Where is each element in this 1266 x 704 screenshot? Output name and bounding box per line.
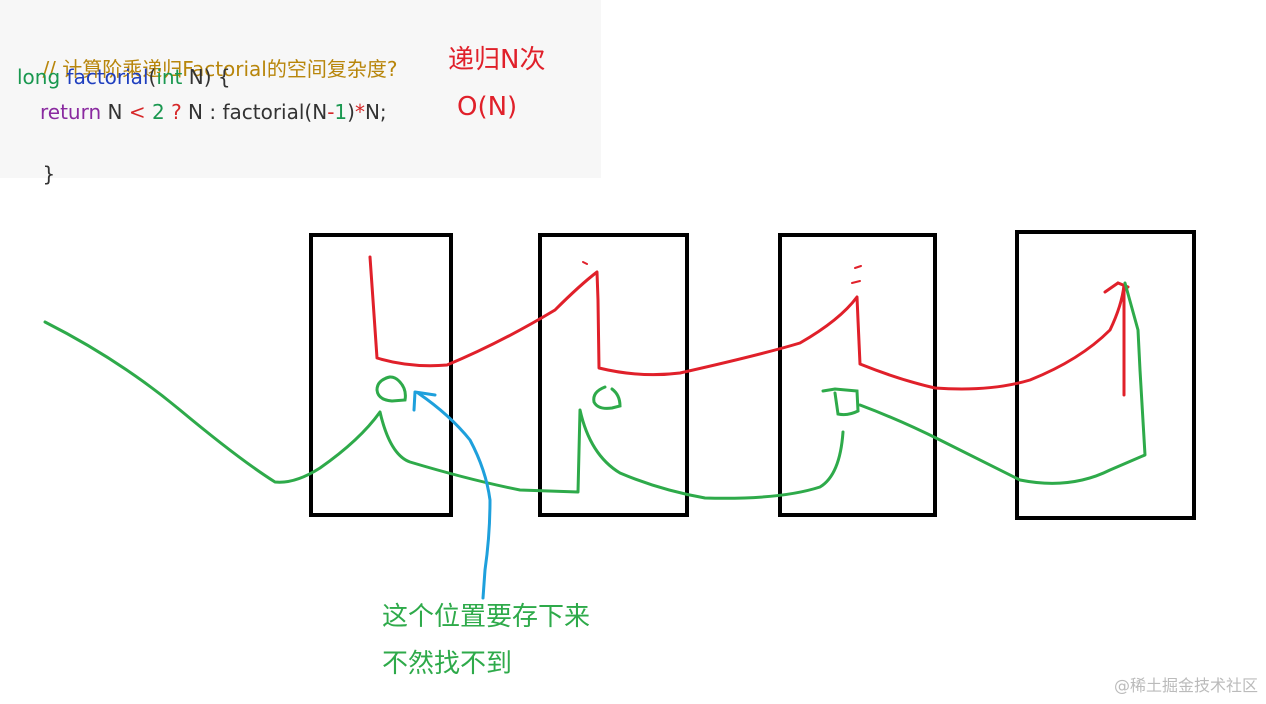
red-call-path	[370, 257, 1124, 395]
return-point-marker-1	[377, 377, 405, 401]
red-tick-mark	[852, 266, 861, 283]
green-return-path-end	[860, 283, 1145, 483]
keep-position-note-line1: 这个位置要存下来	[382, 602, 590, 632]
keep-position-note-line2: 不然找不到	[382, 649, 512, 679]
red-tick-mark	[583, 262, 587, 264]
return-point-marker-2	[594, 387, 620, 408]
watermark: @稀土掘金技术社区	[1114, 676, 1258, 696]
green-return-path	[45, 322, 843, 498]
blue-arrowhead	[414, 392, 435, 410]
blue-pointer-arrow	[418, 393, 490, 598]
stack-frame-box-3	[780, 235, 935, 515]
return-point-marker-3	[823, 389, 858, 415]
stack-frame-box-1	[311, 235, 451, 515]
